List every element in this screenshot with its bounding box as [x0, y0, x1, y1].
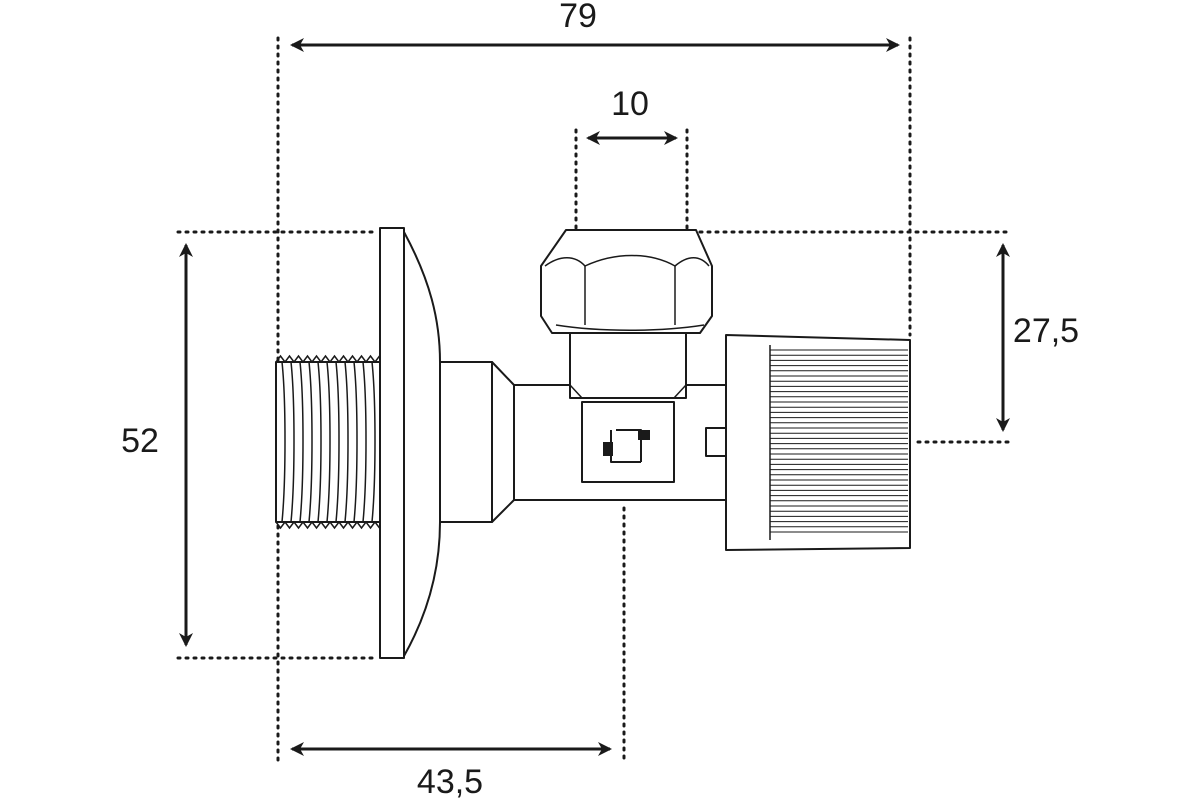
dim-label-nut-width: 10 [611, 85, 649, 123]
neck-chamfer-right [673, 384, 687, 399]
handle-knob [725, 334, 911, 551]
thread-ridge [308, 361, 313, 523]
thread-ridge [371, 361, 376, 523]
threaded-inlet [275, 354, 385, 530]
flange-dome [403, 231, 441, 657]
nut-face-right [674, 257, 710, 267]
dim-label-flange-height: 52 [121, 422, 159, 460]
nut-face-mid [584, 254, 676, 267]
flange-plate [379, 227, 405, 659]
body-collar [439, 361, 515, 523]
thread-lines [275, 354, 385, 530]
symbol-right-tab [638, 430, 650, 440]
dimension-lines [179, 38, 1010, 756]
outlet-neck [569, 332, 687, 399]
dimension-labels: 79 10 52 27,5 43,5 [121, 0, 1079, 800]
dim-label-overall-length: 79 [559, 0, 597, 35]
handle-body [725, 334, 911, 551]
nut-base-curve [555, 324, 705, 331]
thread-ridge [335, 361, 340, 523]
nut-face-left [544, 257, 586, 267]
square-bracket-icon [603, 429, 650, 463]
dim-label-handle-offset: 27,5 [1013, 312, 1079, 350]
thread-ridge [299, 361, 304, 523]
thread-ridge [326, 361, 331, 523]
dim-label-inlet-to-outlet: 43,5 [417, 763, 483, 800]
thread-ridge [344, 361, 349, 523]
valve-body [513, 332, 727, 501]
collar [439, 361, 493, 523]
spindle-stub [705, 427, 727, 457]
thread-crest-bottom [275, 520, 385, 530]
thread-ridge [317, 361, 322, 523]
neck-chamfer-left [569, 384, 583, 399]
compression-nut [540, 229, 713, 334]
thread-ridge [353, 361, 358, 523]
thread-ridge [281, 361, 286, 523]
thread-crest-top [275, 354, 385, 364]
nut-hex [540, 229, 713, 334]
collar-taper [491, 361, 515, 523]
handle-grip-lines [769, 345, 908, 540]
symbol-left-tab [603, 442, 613, 456]
thread-ridge [290, 361, 295, 523]
wall-flange [379, 227, 441, 659]
thread-ridge [362, 361, 367, 523]
